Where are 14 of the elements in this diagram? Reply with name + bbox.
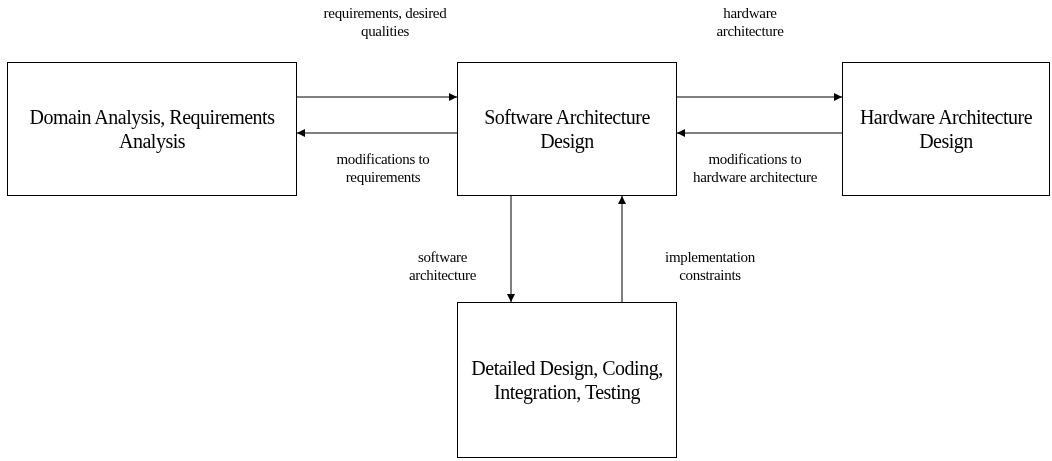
arrow <box>507 195 515 303</box>
process-box <box>7 62 297 196</box>
arrow <box>296 129 458 137</box>
box-label: Detailed Design, Coding, Integration, Testing <box>470 356 664 404</box>
process-box <box>457 302 677 458</box>
arrow <box>676 129 843 137</box>
arrow <box>618 195 626 303</box>
arrow <box>296 93 458 101</box>
process-box <box>457 62 677 196</box>
process-box <box>842 62 1050 196</box>
box-label: Domain Analysis, Requirements Analysis <box>28 105 276 153</box>
box-label: Software Architecture Design <box>483 105 651 153</box>
box-label: Hardware Architecture Design <box>858 105 1034 153</box>
arrow <box>676 93 843 101</box>
